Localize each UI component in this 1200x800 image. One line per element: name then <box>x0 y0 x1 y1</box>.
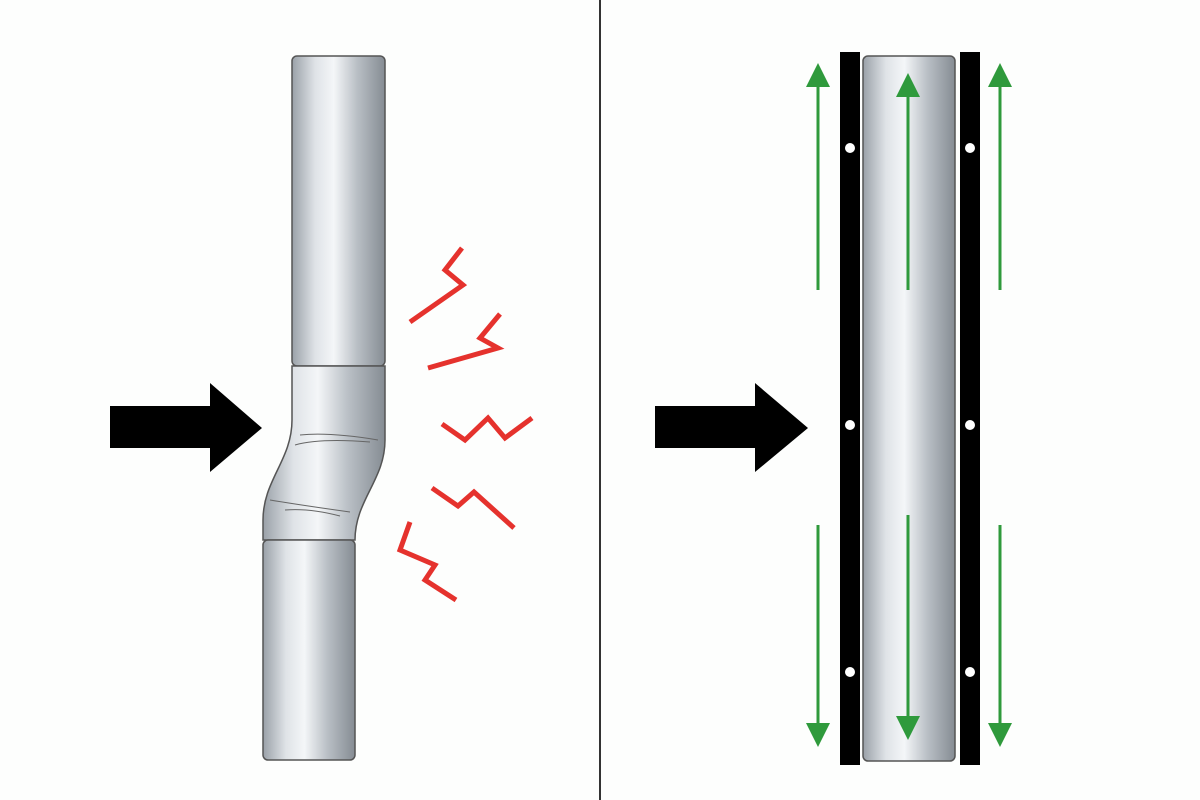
support-bar-right <box>960 52 980 765</box>
stress-marks <box>396 246 534 603</box>
bolt-dot <box>965 667 975 677</box>
bolt-dot <box>965 143 975 153</box>
pipe-bent-segment <box>262 365 386 541</box>
support-bar-left <box>840 52 860 765</box>
force-arrow-right <box>655 383 808 472</box>
stress-zigzag <box>430 485 516 530</box>
stress-zigzag <box>427 312 505 371</box>
bolt-dot <box>845 143 855 153</box>
pipe-crease-lines <box>269 433 379 517</box>
support-bolts <box>845 143 975 677</box>
force-arrow-left <box>110 383 262 472</box>
bolt-dot <box>845 420 855 430</box>
guide-arrows <box>806 63 1012 747</box>
stress-zigzag <box>440 414 534 444</box>
buckled-pipe <box>262 55 386 761</box>
supported-pipe <box>862 55 956 762</box>
bolt-dot <box>965 420 975 430</box>
pipe-upper-segment <box>291 55 386 367</box>
stress-zigzag <box>396 521 458 603</box>
stress-zigzag <box>408 246 468 325</box>
pipe-lower-segment <box>262 539 356 761</box>
bolt-dot <box>845 667 855 677</box>
